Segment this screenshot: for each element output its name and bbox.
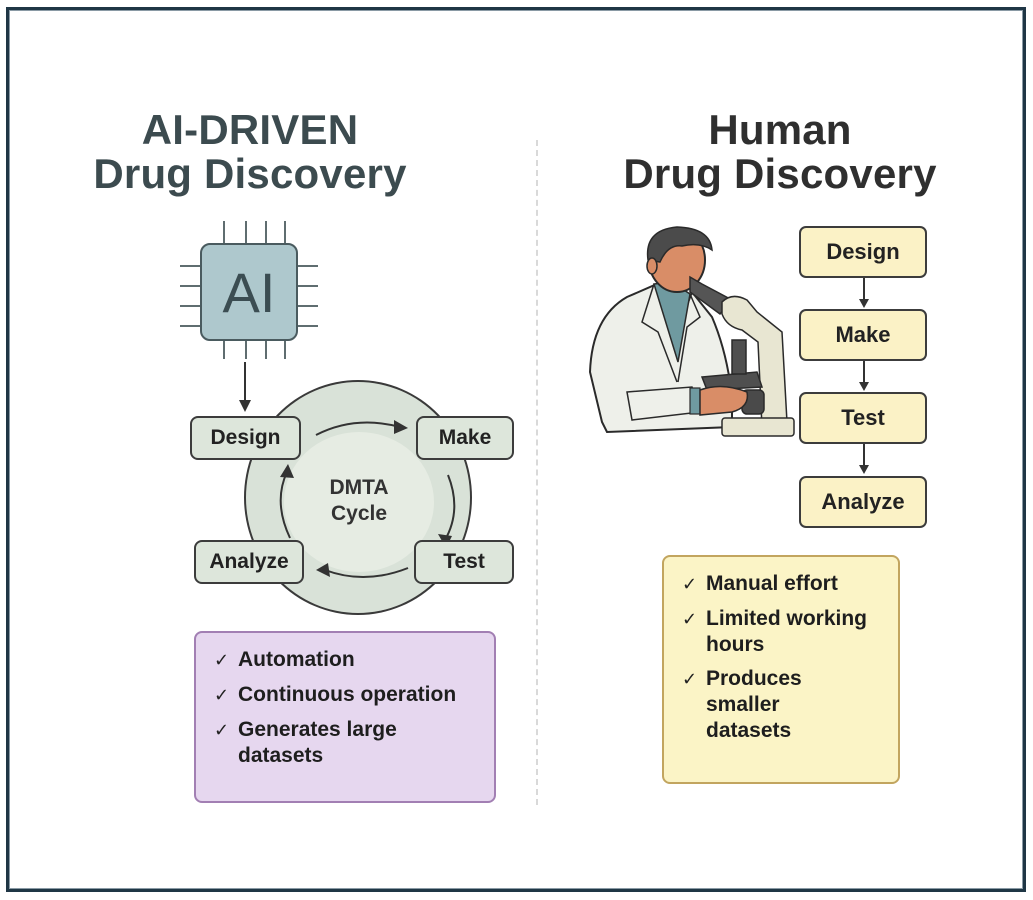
human-title-line2: Drug Discovery [623,150,937,197]
arrow-test-to-analyze [316,563,330,577]
dmta-cycle: DMTA Cycle Design Make Test Analyze [190,380,520,620]
trait-item: ✓ Produces smaller datasets [682,667,802,742]
scientist-microscope-illustration [588,226,795,437]
check-icon: ✓ [214,720,230,740]
trait-item: ✓ Limited working hours [682,607,868,656]
cycle-ring-center [284,432,434,572]
dmta-center-label: DMTA Cycle [329,476,389,525]
human-arrow-1 [859,278,869,308]
human-title-line1: Human [708,106,852,153]
human-arrow-3 [859,444,869,474]
human-panel-title: Human Drug Discovery [570,108,990,196]
microscope-base [721,417,795,437]
cycle-step-analyze: Analyze [194,540,304,584]
ai-chip-label: AI [200,243,298,341]
check-icon: ✓ [682,574,698,594]
hair [646,226,713,263]
cycle-step-design: Design [190,416,301,460]
ai-panel-title: AI-DRIVEN Drug Discovery [40,108,460,196]
ai-title-line2: Drug Discovery [93,150,407,197]
arrow-design-to-make [394,420,408,434]
hand [699,385,749,416]
benefit-item: ✓ Automation [214,647,494,674]
ai-chip-icon: AI [178,215,328,365]
center-divider [536,140,538,805]
human-step-make: Make [799,309,927,361]
ai-title-line1: AI-DRIVEN [141,106,359,153]
human-arrow-2 [859,361,869,391]
benefit-item: ✓ Generates large datasets [214,718,397,767]
arrow-analyze-to-design [280,464,294,478]
cycle-step-make: Make [416,416,514,460]
check-icon: ✓ [214,685,230,705]
chip-to-design-arrow [239,362,251,412]
cycle-arrows [279,420,456,578]
cycle-step-test: Test [414,540,514,584]
human-step-test: Test [799,392,927,444]
check-icon: ✓ [682,609,698,629]
human-traits-box: ✓ Manual effort ✓ Limited working hours … [662,555,900,784]
trait-item: ✓ Manual effort [682,571,898,598]
human-step-design: Design [799,226,927,278]
ai-benefits-box: ✓ Automation ✓ Continuous operation ✓ Ge… [194,631,496,803]
check-icon: ✓ [682,669,698,689]
benefit-item: ✓ Continuous operation [214,682,494,709]
human-step-analyze: Analyze [799,476,927,528]
check-icon: ✓ [214,650,230,670]
